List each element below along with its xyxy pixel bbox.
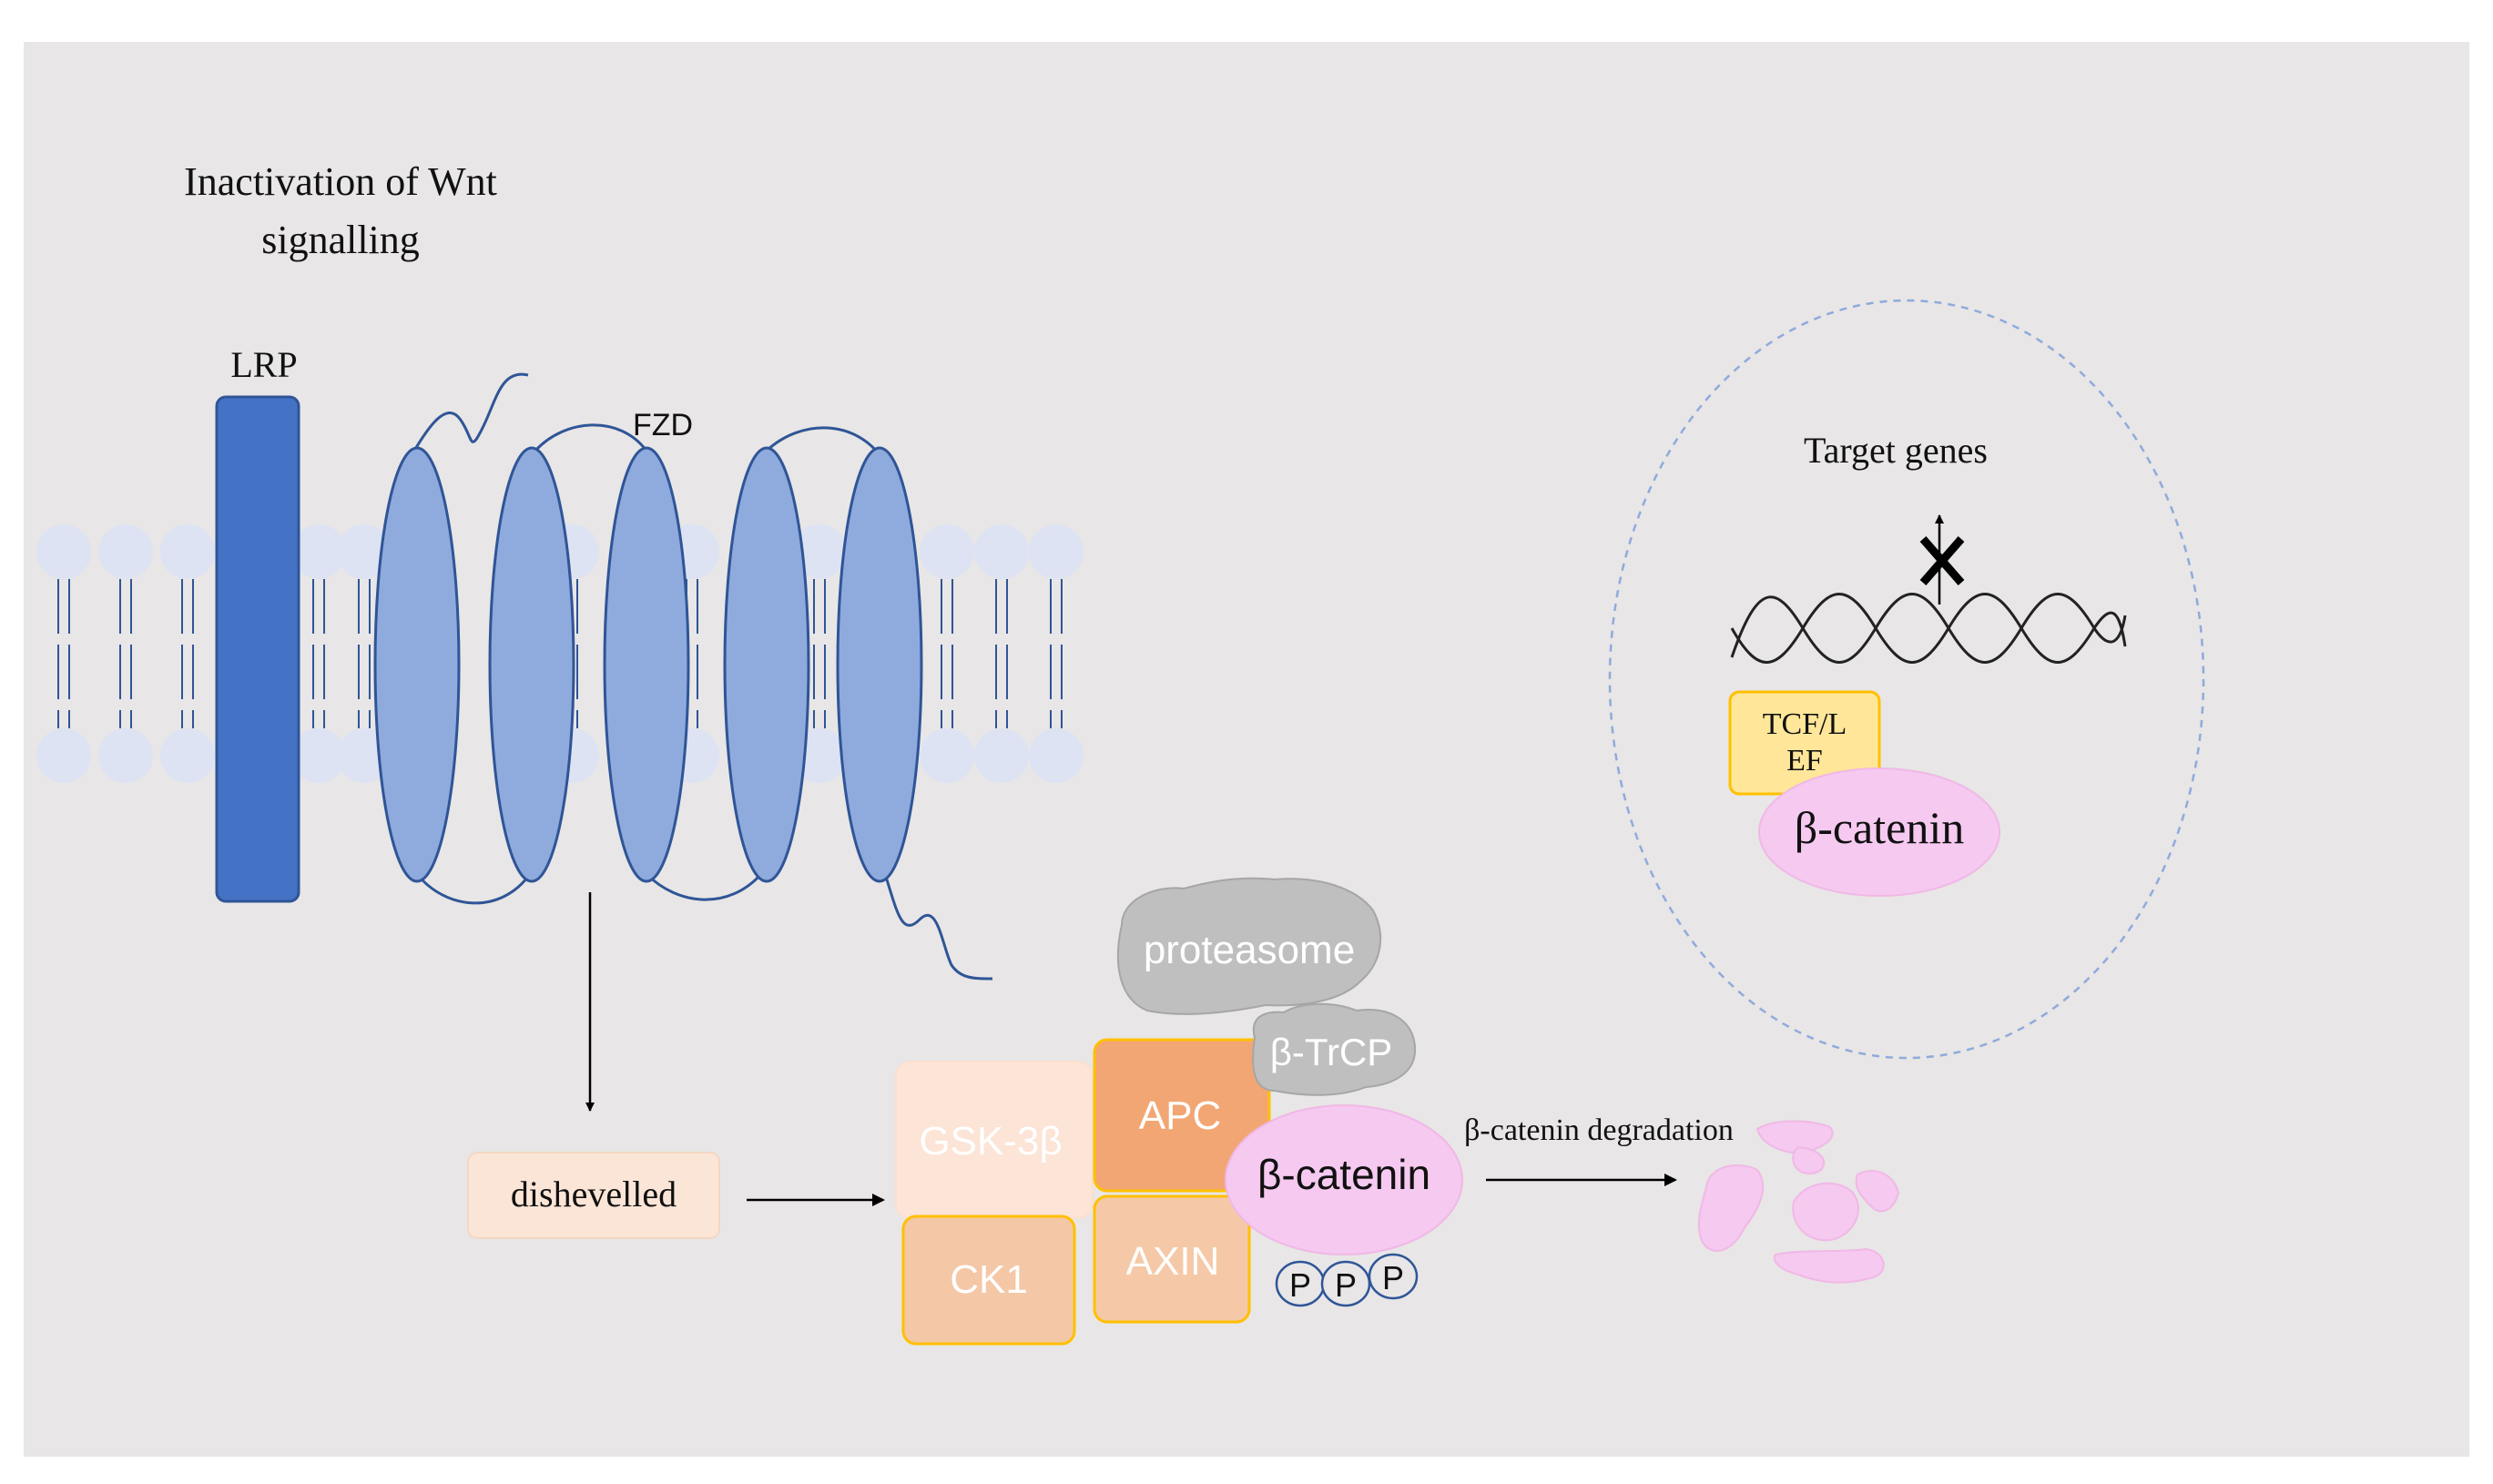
lipid-head-top-10 [1029,524,1084,579]
lipid-head-bottom-0 [36,728,91,783]
proteasome-label: proteasome [1144,928,1355,972]
beta-catenin-nucleus-label: β-catenin [1795,802,1964,853]
phosphate-1-label: P [1289,1266,1311,1304]
fragment-2 [1697,1164,1765,1252]
lipid-head-bottom-2 [160,728,215,783]
lipid-head-top-1 [98,524,153,579]
degradation-label: β-catenin degradation [1464,1113,1734,1147]
lipid-head-bottom-9 [974,728,1029,783]
destruction-complex: GSK-3β CK1 APC AXIN proteasome β-TrCP β-… [895,877,1463,1346]
ck1-label: CK1 [950,1257,1028,1302]
fragment-3 [1792,1182,1859,1242]
lipid-head-top-3 [291,524,346,579]
phosphate-2 [1320,1260,1371,1307]
tcf-lef-label-line-1: TCF/L [1763,707,1847,741]
beta-catenin-nucleus [1758,767,2000,897]
apc-label: APC [1139,1093,1221,1138]
fragment-4 [1855,1170,1900,1213]
fzd-intracellular-tail [883,873,993,981]
lipid-head-bottom-8 [920,728,974,783]
apc-box [1093,1038,1271,1193]
lipid-head-bottom-10 [1029,728,1084,783]
lipid-head-top-4 [337,524,392,579]
fzd-receptor [373,372,993,981]
axin-box [1093,1194,1251,1324]
degraded-beta-catenin-fragments [1697,1120,1900,1284]
lipid-head-bottom-3 [291,728,346,783]
beta-catenin-cytoplasm [1225,1104,1463,1255]
fzd-extracellular-tail [412,372,529,452]
dna-helix [1730,593,2127,664]
fzd-label: FZD [633,408,693,442]
fzd-loop-3 [415,873,532,905]
fzd-loop-2 [765,426,885,461]
dishevelled-label: dishevelled [511,1174,677,1215]
axin-label: AXIN [1126,1239,1220,1284]
title-line-1: Inactivation of Wnt [184,159,497,204]
nucleus-boundary [1608,299,2205,1060]
phosphate-3 [1368,1253,1419,1300]
fzd-loop-1 [534,423,648,452]
btrcp-label: β-TrCP [1270,1031,1393,1073]
lipid-head-top-9 [974,524,1029,579]
gsk3b-label: GSK-3β [919,1119,1062,1164]
phosphate-3-label: P [1382,1259,1404,1296]
block-x-icon [1919,536,1965,585]
fzd-helix-3 [603,446,690,883]
fragment-6 [1792,1145,1826,1175]
lipid-head-top-7 [792,524,847,579]
fzd-helix-2 [488,446,575,883]
title-line-2: signalling [261,218,420,262]
lipid-head-top-2 [160,524,215,579]
fzd-helix-1 [373,446,461,883]
beta-catenin-cytoplasm-label: β-catenin [1257,1151,1430,1198]
phosphate-2-label: P [1335,1266,1357,1304]
fzd-helix-5 [836,446,923,883]
lipid-head-bottom-1 [98,728,153,783]
lrp-receptor [215,395,300,903]
proteasome-shape [1116,877,1382,1015]
target-genes-label: Target genes [1804,430,1988,471]
fzd-loop-4 [645,872,763,901]
btrcp-shape [1252,1002,1417,1096]
ck1-box [901,1215,1076,1346]
fragment-5 [1773,1247,1885,1284]
fragment-1 [1755,1120,1834,1154]
dishevelled-box [467,1152,720,1239]
tcf-lef-label-line-2: EF [1786,744,1823,778]
lrp-label: LRP [230,344,297,385]
lipid-head-top-8 [920,524,974,579]
phosphate-group: P P P [1275,1253,1419,1307]
lipid-head-top-0 [36,524,91,579]
fzd-helix-4 [723,446,810,883]
